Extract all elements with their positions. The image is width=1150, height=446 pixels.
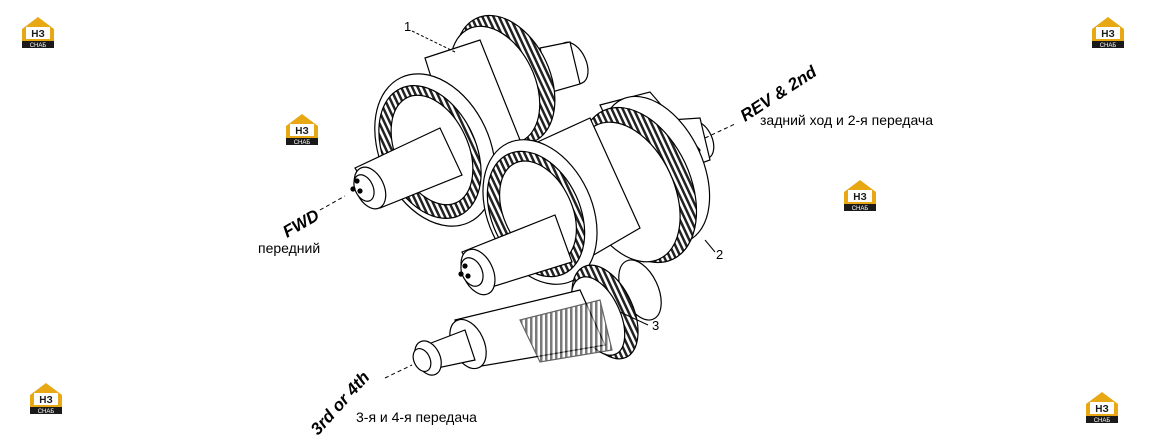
svg-text:СНАБ: СНАБ (1094, 418, 1111, 424)
logo-bottom-left: НЗ СНАБ (30, 383, 62, 415)
label-third-en: 3rd or 4th (307, 368, 374, 439)
svg-text:СНАБ: СНАБ (30, 43, 47, 49)
svg-text:НЗ: НЗ (1095, 404, 1109, 415)
callout-1: 1 (404, 19, 411, 34)
logo-mid-right: НЗ СНАБ (844, 180, 876, 212)
callout-2: 2 (716, 247, 723, 262)
svg-text:СНАБ: СНАБ (1100, 43, 1117, 49)
svg-text:СНАБ: СНАБ (294, 140, 311, 146)
leader-lines (319, 30, 736, 379)
svg-text:СНАБ: СНАБ (852, 206, 869, 212)
svg-text:НЗ: НЗ (39, 395, 53, 406)
logo-top-right: НЗ СНАБ (1092, 17, 1124, 49)
label-third-ru: 3-я и 4-я передача (356, 409, 477, 425)
label-fwd-ru: передний (258, 240, 320, 256)
logo-mid-left: НЗ СНАБ (286, 114, 318, 146)
callout-3: 3 (652, 318, 659, 333)
rev-clutch-assembly (458, 91, 715, 296)
label-fwd-en: FWD (280, 206, 323, 242)
logo-top-left: НЗ СНАБ (22, 17, 54, 49)
svg-text:СНАБ: СНАБ (38, 409, 55, 415)
logo-bottom-right: НЗ СНАБ (1086, 392, 1118, 424)
svg-text:НЗ: НЗ (31, 29, 45, 40)
third-fourth-assembly (412, 259, 662, 376)
svg-text:НЗ: НЗ (1101, 29, 1115, 40)
label-rev-ru: задний ход и 2-я передача (760, 112, 933, 128)
svg-text:НЗ: НЗ (853, 192, 867, 203)
svg-text:НЗ: НЗ (295, 126, 309, 137)
